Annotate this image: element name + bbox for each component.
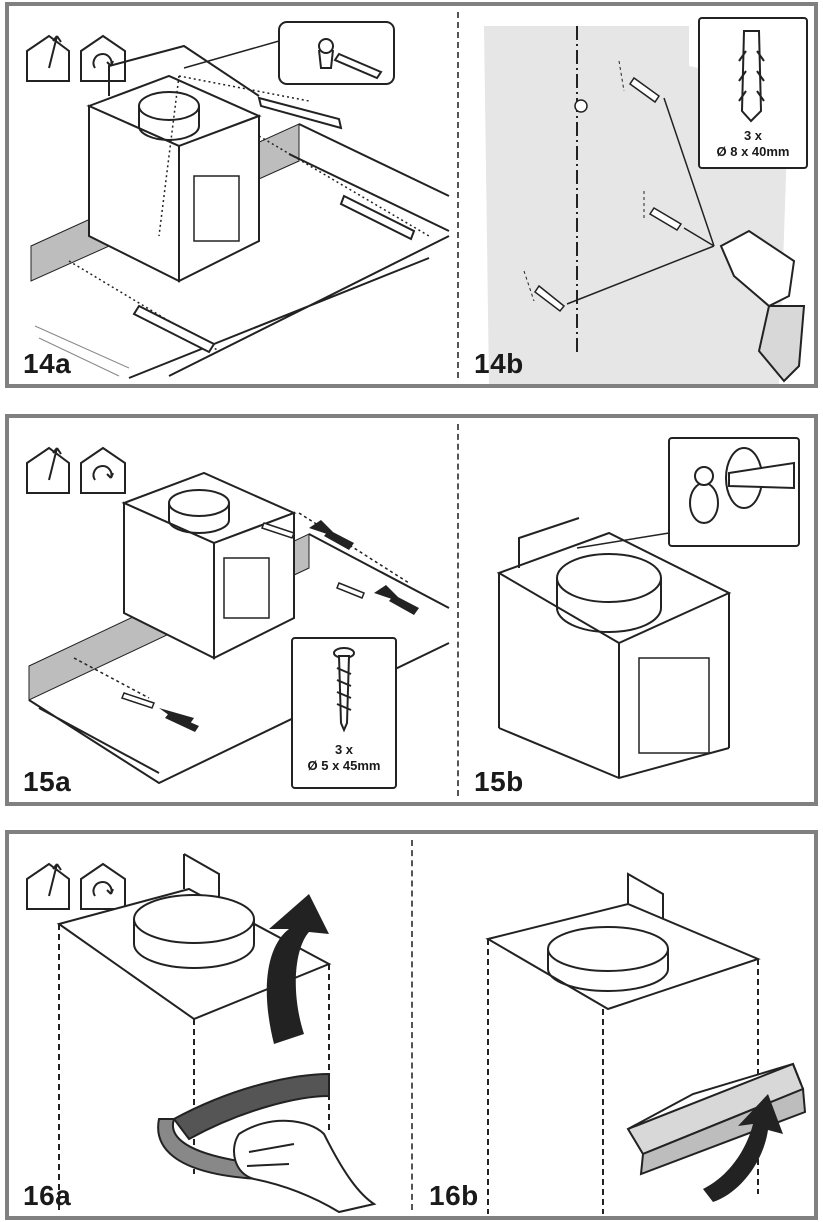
house-recirculation-icon (81, 448, 125, 493)
step-label-15b: 15b (474, 766, 524, 798)
illustration-14b (459, 6, 814, 384)
illustration-16b (413, 834, 814, 1216)
grease-filter-icon (628, 1064, 805, 1174)
house-exhaust-icon (27, 448, 69, 493)
step-label-14a: 14a (23, 348, 71, 380)
house-recirculation-icon (81, 864, 125, 909)
step-label-16a: 16a (23, 1180, 71, 1212)
step-label-14b: 14b (474, 348, 524, 380)
step-panel-14: 14a 3 x Ø 8 x 40mm 14b (5, 2, 818, 388)
step-label-16b: 16b (429, 1180, 479, 1212)
step-panel-16: 16a 16b (5, 830, 818, 1220)
plug-spec-size: Ø 8 x 40mm (700, 144, 806, 160)
illustration-15b (459, 418, 814, 802)
step-label-15a: 15a (23, 766, 71, 798)
house-exhaust-icon (27, 864, 69, 909)
wall-plug-icon (739, 31, 764, 121)
screw-spec-size: Ø 5 x 45mm (294, 758, 394, 774)
screw-spec-qty: 3 x (294, 742, 394, 758)
house-recirculation-icon (81, 36, 125, 81)
step-panel-15: 3 x Ø 5 x 45mm 15a 15b (5, 414, 818, 806)
house-exhaust-icon (27, 36, 69, 81)
plug-spec-qty: 3 x (700, 128, 806, 144)
illustration-14a (9, 6, 457, 384)
hand-icon (234, 1121, 374, 1212)
illustration-16a (9, 834, 411, 1216)
